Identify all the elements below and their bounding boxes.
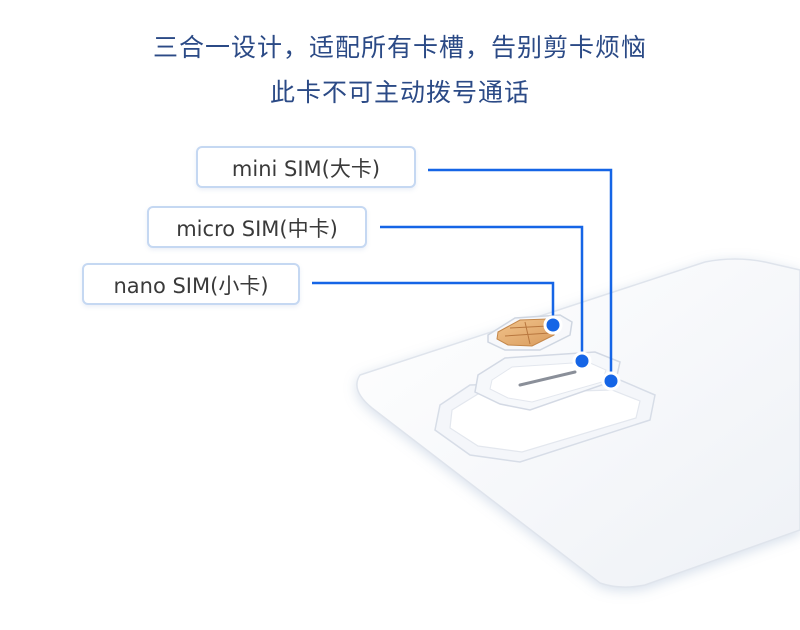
headline-line-2: 此卡不可主动拨号通话 bbox=[269, 78, 530, 107]
micro-marker-dot bbox=[572, 351, 592, 371]
mini-sim-label: mini SIM(大卡) bbox=[196, 146, 416, 188]
nano-sim-label: nano SIM(小卡) bbox=[82, 263, 300, 305]
mini-leader-line bbox=[428, 168, 613, 381]
micro-sim-label: micro SIM(中卡) bbox=[147, 206, 367, 248]
headline-line-1: 三合一设计，适配所有卡槽，告别剪卡烦恼 bbox=[152, 33, 647, 62]
nano-marker-dot bbox=[543, 315, 563, 335]
mini-marker-dot bbox=[601, 371, 621, 391]
micro-leader-line bbox=[380, 225, 584, 361]
nano-leader-line bbox=[312, 281, 555, 325]
